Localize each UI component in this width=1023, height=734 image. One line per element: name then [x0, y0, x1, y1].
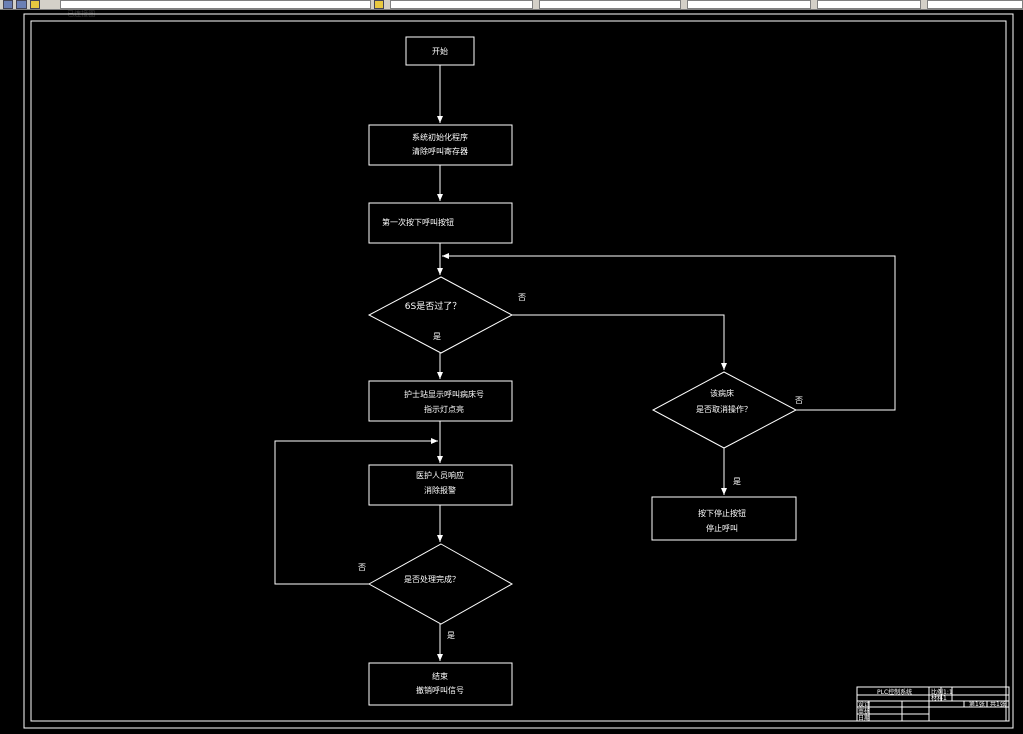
end-box[interactable] — [368, 662, 513, 706]
title-block-title: PLC控制系统 — [877, 688, 912, 696]
connector — [512, 314, 727, 370]
no-label: 否 — [518, 293, 526, 302]
title-block-cell: 材料 — [931, 694, 943, 702]
layer-select[interactable]: 已连接图 — [60, 0, 371, 18]
timeout-decision-label: 6S是否过了？ — [405, 300, 461, 312]
stop-label-1: 按下停止按钮 — [698, 508, 746, 518]
title-block-cell: 比例 — [931, 688, 943, 696]
stop-box[interactable] — [651, 496, 797, 541]
end-label-1: 结束 — [432, 671, 448, 681]
layer-state-icon[interactable] — [373, 0, 385, 9]
bulb-icon[interactable] — [29, 0, 41, 9]
style-select[interactable] — [927, 0, 1023, 9]
toolbar: 已连接图 — [0, 0, 1023, 18]
title-block-cell: 第1张 — [969, 700, 985, 708]
yes-label: 是 — [733, 477, 741, 486]
title-block-cell: 1:1 — [943, 689, 953, 696]
init-label-2: 清除呼叫寄存器 — [412, 146, 468, 156]
yes-label: 是 — [433, 332, 441, 341]
no-label: 否 — [358, 563, 366, 572]
title-block — [856, 686, 1010, 722]
drawing-canvas[interactable]: 开始 系统初始化程序 清除呼叫寄存器 第一次按下呼叫按钮 6S是否过了？ 护士站… — [0, 10, 1023, 734]
response-label-2: 消除报警 — [424, 485, 456, 495]
display-label-2: 指示灯点亮 — [424, 404, 464, 414]
display-box[interactable] — [368, 380, 513, 422]
cancel-decision-label-1: 该病床 — [710, 388, 734, 398]
start-label: 开始 — [432, 46, 448, 56]
title-block-cell: 审核 — [858, 707, 870, 715]
inner-frame — [30, 20, 1007, 722]
first-press-label: 第一次按下呼叫按钮 — [382, 217, 454, 227]
title-block-cell: 设计 — [858, 700, 870, 708]
stop-label-2: 停止呼叫 — [706, 523, 738, 533]
cancel-decision-label-2: 是否取消操作？ — [696, 404, 752, 414]
complete-decision-label: 是否处理完成？ — [404, 574, 460, 584]
display-label-1: 护士站显示呼叫病床号 — [404, 389, 484, 399]
init-label-1: 系统初始化程序 — [412, 132, 468, 142]
complete-decision[interactable] — [367, 543, 514, 625]
color-select[interactable] — [390, 0, 533, 9]
title-block-cell: 日期 — [858, 714, 870, 722]
connector — [274, 438, 438, 585]
outer-frame — [23, 13, 1014, 729]
connector — [442, 253, 896, 411]
plotstyle-select[interactable] — [816, 0, 922, 9]
yes-label: 是 — [447, 631, 455, 640]
no-label: 否 — [795, 396, 803, 405]
init-box[interactable] — [368, 124, 513, 166]
window-icon[interactable] — [3, 0, 14, 9]
title-block-cell: 共1张 — [990, 700, 1006, 708]
linetype-select[interactable] — [538, 0, 681, 9]
layer-icon[interactable] — [16, 0, 27, 9]
lineweight-select[interactable] — [686, 0, 811, 9]
response-label-1: 医护人员响应 — [416, 470, 464, 480]
title-block-cell: 1 — [943, 695, 947, 702]
end-label-2: 撤销呼叫信号 — [416, 685, 464, 695]
timeout-decision[interactable] — [367, 276, 514, 354]
